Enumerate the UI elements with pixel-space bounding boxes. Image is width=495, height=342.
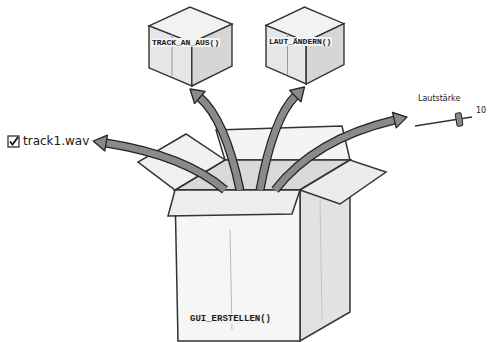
- arrow-outline: [275, 120, 394, 190]
- slider-label: Lautstärke: [418, 94, 460, 103]
- slider-widget: Lautstärke 10: [408, 94, 490, 136]
- arrow-shaft: [106, 143, 225, 190]
- arrow-head: [190, 89, 205, 104]
- flow-arrow: [260, 87, 305, 190]
- flow-arrow: [190, 89, 240, 190]
- flow-arrow: [93, 135, 225, 190]
- arrow-head: [93, 135, 107, 151]
- box-flap: [168, 190, 300, 216]
- checkbox-label: track1.wav: [23, 134, 89, 148]
- arrow-outline: [106, 143, 225, 190]
- arrow-head: [393, 112, 407, 128]
- slider-track: [412, 108, 474, 132]
- cube-face: [149, 26, 192, 86]
- box-flap: [300, 160, 386, 204]
- function-cube: LAUT_ÄNDERN(): [262, 4, 347, 86]
- box-shading: [320, 200, 322, 320]
- arrow-shaft: [275, 120, 394, 190]
- function-box: GUI_ERSTELLEN(): [175, 190, 300, 340]
- function-cube: TRACK_AN_AUS(): [145, 4, 235, 88]
- function-name: TRACK_AN_AUS(): [151, 38, 220, 47]
- function-name: GUI_ERSTELLEN(): [189, 314, 272, 324]
- slider-value: 10: [476, 106, 486, 115]
- cube-face: [266, 25, 306, 84]
- arrow-shaft: [200, 98, 240, 190]
- flow-arrow: [275, 112, 407, 190]
- cube-face: [192, 24, 232, 86]
- cube-face: [306, 24, 344, 84]
- function-name: LAUT_ÄNDERN(): [268, 37, 332, 46]
- checkbox-icon: [7, 135, 20, 148]
- checkbox-widget: track1.wav: [4, 132, 92, 150]
- arrow-outline: [200, 98, 240, 190]
- arrow-head: [290, 87, 305, 102]
